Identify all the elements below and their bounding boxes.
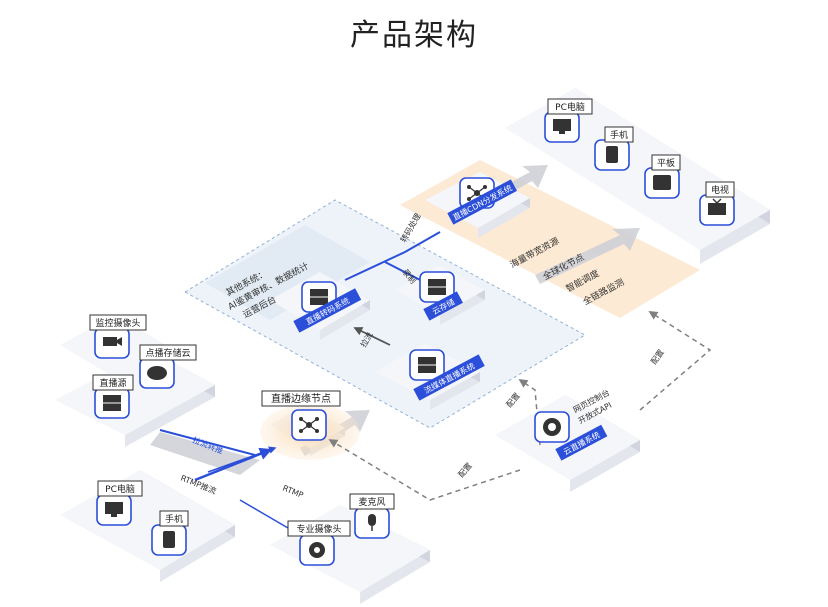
device-phone[interactable] [594,139,630,171]
label-monitor-camera-tag: 监控摄像头 [89,314,147,331]
live-icon [543,418,561,436]
label-src-phone: 手机 [165,513,183,525]
tv-icon [708,198,726,215]
flow-lines [159,231,441,536]
flow-rtmp: RTMP [281,484,305,500]
phone-icon [163,531,175,548]
server-icon [418,357,436,373]
source-vod-cloud[interactable] [139,357,175,389]
source-pc[interactable] [96,494,132,526]
monitor-icon [553,119,571,134]
server-icon [103,395,121,411]
page-title: 产品架构 [350,18,478,53]
label-top-pc-tag: PC电脑 [547,98,593,115]
label-monitor-camera: 监控摄像头 [95,317,140,329]
label-top-pc: PC电脑 [555,101,585,113]
label-live-source: 直播源 [99,377,126,389]
storage-icon [428,279,446,295]
flow-rtmp-push: RTMP推流 [179,473,218,496]
label-vod-cloud-tag: 点播存储云 [139,344,197,361]
other-systems-zone [205,225,370,320]
label-src-pc-tag: PC电脑 [97,480,143,497]
flow-config-3: 配置 [649,348,666,366]
cloud-live-node[interactable] [534,411,570,443]
device-tablet[interactable] [644,167,680,199]
label-top-tv: 电视 [711,184,729,196]
label-vod-cloud: 点播存储云 [145,347,190,359]
network-icon [299,417,319,433]
tablet-icon [653,175,671,190]
transcode-node[interactable] [301,281,337,313]
label-pro-camera: 专业摄像头 [296,523,341,535]
flow-config-1: 配置 [457,461,474,479]
streaming-node[interactable] [409,349,445,381]
server-icon [310,289,328,305]
microphone-icon [368,514,376,531]
camera-icon [309,542,325,558]
device-tv[interactable] [699,194,735,226]
label-top-tv-tag: 电视 [705,181,735,198]
label-top-tablet-tag: 平板 [651,154,681,171]
flow-transcode: 转码处理 [398,211,423,244]
label-pro-camera-tag: 专业摄像头 [287,520,351,537]
label-top-phone-tag: 手机 [604,126,634,143]
camera-platform [270,505,430,604]
label-edge: 直播边缘节点 [271,392,331,405]
flow-config-2: 配置 [505,391,522,409]
source-phone[interactable] [151,524,187,556]
cloud-icon [147,366,167,380]
source-mic[interactable] [354,507,390,539]
phone-icon [606,146,618,163]
edge-node[interactable] [291,409,327,441]
monitor-icon [105,502,123,517]
label-src-phone-tag: 手机 [159,510,189,527]
label-src-pc: PC电脑 [105,483,135,495]
label-edge-tag: 直播边缘节点 [261,390,341,407]
label-live-source-tag: 直播源 [92,374,134,391]
label-mic-tag: 麦克风 [349,493,395,510]
source-platform [55,350,215,447]
source-monitor-camera[interactable] [94,327,130,359]
source-pro-camera[interactable] [299,534,335,566]
label-top-phone: 手机 [610,129,628,141]
camera-icon [103,337,122,346]
device-pc[interactable] [544,111,580,143]
source-live[interactable] [94,387,130,419]
label-mic: 麦克风 [358,496,385,508]
label-top-tablet: 平板 [657,157,675,169]
